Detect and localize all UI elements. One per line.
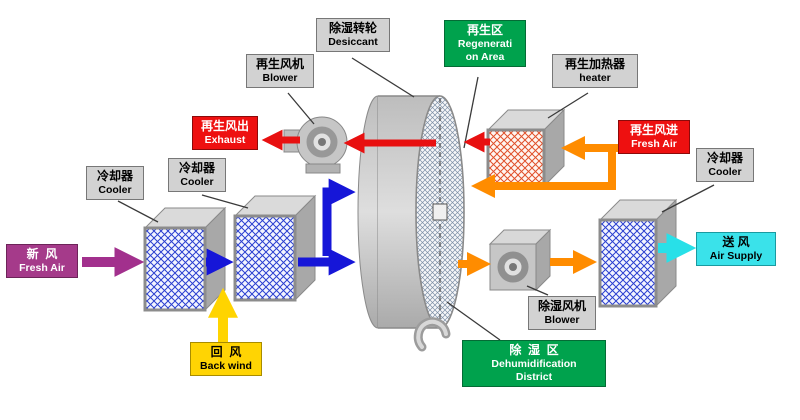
dehum-district-en1: Dehumidification [491,358,577,370]
label-dehum-blower: 除湿风机 Blower [528,296,596,331]
regen-blower-unit [283,116,348,174]
dehum-blower-en: Blower [544,314,580,326]
arrow-fresh-to-wheel [471,152,616,198]
process-blower-unit [488,228,552,292]
label-air-supply: 送 风 Air Supply [696,232,776,267]
leader-dehum-blower [526,285,549,296]
dehum-district-en2: District [515,371,553,384]
label-fresh-air-in: 新 风 Fresh Air [6,244,78,279]
cooler-left-1-zh: 冷却器 [96,169,133,183]
cooler-left-2-zh: 冷却器 [178,161,215,175]
leader-lines [117,57,715,341]
dehum-district-zh: 除 湿 区 [509,343,559,357]
label-regen-blower: 再生风机 Blower [246,54,314,89]
flow-arrows [82,129,697,344]
label-desiccant-wheel: 除湿转轮 Desiccant [316,18,390,53]
regen-heater-en: heater [579,72,611,84]
back-wind-zh: 回 风 [210,345,242,359]
exhaust-zh: 再生风出 [200,119,249,133]
leader-cooler-right [661,184,715,213]
cooler2-coil-face [233,214,297,302]
label-regeneration-area: 再生区 Regenerati on Area [444,20,526,68]
label-dehum-district: 除 湿 区 Dehumidification District [462,340,606,388]
dehum-blower-zh: 除湿风机 [537,299,586,313]
cooler-right-en: Cooler [708,166,742,178]
label-cooler-right: 冷却器 Cooler [696,148,754,183]
desiccant-wheel-en: Desiccant [328,36,378,48]
desiccant-wheel [357,95,465,352]
cooler-right-coil-face [598,218,658,308]
regen-fresh-air-en: Fresh Air [631,138,677,150]
label-back-wind: 回 风 Back wind [190,342,262,377]
regen-heater-zh: 再生加热器 [564,57,625,71]
fresh-air-in-en: Fresh Air [19,262,65,274]
leader-regen-area [463,76,479,149]
regen-fresh-air-zh: 再生风进 [629,123,678,137]
leader-heater [547,92,589,119]
cooler-unit-2 [233,194,317,302]
leader-cooler2 [201,194,249,209]
cooler-right-zh: 冷却器 [706,151,743,165]
label-exhaust: 再生风出 Exhaust [192,116,258,151]
leader-regen-blower [287,92,315,125]
regen-blower-en: Blower [262,72,298,84]
back-wind-en: Back wind [200,360,252,372]
regeneration-area-en2: on Area [465,51,505,64]
air-supply-zh: 送 风 [722,235,750,249]
cooler-left-1-en: Cooler [98,184,132,196]
process-blower-hub [509,263,517,271]
cooler1-coil-face [143,226,207,312]
regeneration-area-en1: Regenerati [457,38,513,50]
wheel-left-cap [357,95,379,329]
wheel-hub [432,203,448,221]
exhaust-en: Exhaust [204,134,246,146]
heater-unit [486,108,566,188]
label-cooler-left-1: 冷却器 Cooler [86,166,144,201]
label-cooler-left-2: 冷却器 Cooler [168,158,226,193]
air-supply-en: Air Supply [709,250,763,262]
regen-blower-zh: 再生风机 [255,57,304,71]
leader-dehum-district [446,301,501,341]
cooler-left-2-en: Cooler [180,176,214,188]
regen-blower-hub [318,138,326,146]
cooler-unit-1 [143,206,227,312]
leader-desiccant [351,57,415,98]
regen-blower-base [305,163,341,174]
label-regen-fresh-air: 再生风进 Fresh Air [618,120,690,155]
leader-cooler1 [117,200,159,223]
fresh-air-in-zh: 新 风 [26,247,58,261]
regeneration-area-zh: 再生区 [466,23,503,37]
label-regen-heater: 再生加热器 heater [552,54,638,89]
heater-coil-face [486,128,546,188]
desiccant-wheel-zh: 除湿转轮 [328,21,377,35]
arrow-cooler2-to-wheel-high [322,178,356,256]
